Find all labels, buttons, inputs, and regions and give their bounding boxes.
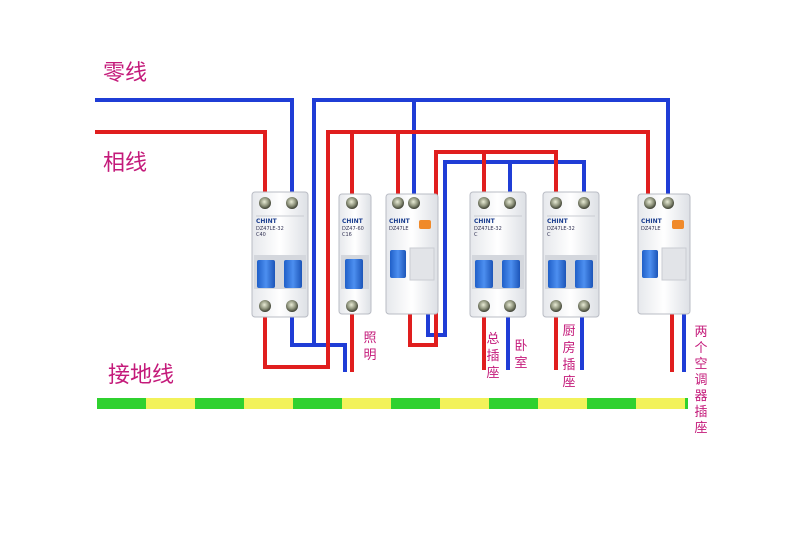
neutral-wires bbox=[95, 98, 686, 372]
live-label: 相线 bbox=[103, 151, 147, 176]
circuit-label-ac-socket: 两个空调器插座 bbox=[694, 325, 707, 436]
breaker-model: DZ47LE bbox=[389, 226, 409, 232]
live-feed-wire bbox=[95, 130, 267, 200]
toggle-switch[interactable] bbox=[548, 260, 566, 288]
live-wires bbox=[95, 130, 674, 372]
screw-icon bbox=[346, 197, 358, 209]
breaker-brand: CHINT bbox=[256, 218, 278, 225]
screw-icon bbox=[662, 197, 674, 209]
breaker-model: DZ47LE-32 bbox=[256, 226, 284, 232]
breaker-model: DZ47LE-32 bbox=[474, 226, 502, 232]
ground-bar-segment bbox=[489, 398, 538, 409]
breaker-rating: C16 bbox=[342, 232, 352, 238]
screw-icon bbox=[578, 197, 590, 209]
ground-bar-segment bbox=[146, 398, 195, 409]
circuit-labels: 照明 总插座 卧室 厨房插座 两个空调器插座 bbox=[363, 324, 707, 436]
toggle-switch[interactable] bbox=[502, 260, 520, 288]
breaker-brand: CHINT bbox=[641, 218, 663, 225]
ground-bar-segment bbox=[587, 398, 636, 409]
live-main-out-wire bbox=[263, 130, 650, 369]
test-button[interactable] bbox=[419, 220, 431, 229]
screw-icon bbox=[644, 197, 656, 209]
neutral-bus-wire bbox=[312, 98, 670, 345]
screw-icon bbox=[408, 197, 420, 209]
lighting-breaker[interactable]: CHINT DZ47-60 C16 bbox=[338, 193, 372, 315]
socket-breaker[interactable]: CHINT DZ47LE-32 C bbox=[469, 191, 527, 318]
screw-icon bbox=[550, 300, 562, 312]
ground-bar-segment bbox=[293, 398, 342, 409]
ground-bar bbox=[97, 398, 688, 409]
ground-bar-segment bbox=[440, 398, 489, 409]
ground-bar-segment bbox=[342, 398, 391, 409]
neutral-feed-wire bbox=[95, 98, 294, 200]
screw-icon bbox=[550, 197, 562, 209]
breaker-rating: C bbox=[474, 232, 478, 238]
screw-icon bbox=[392, 197, 404, 209]
breaker-model: DZ47LE bbox=[641, 226, 661, 232]
toggle-switch[interactable] bbox=[390, 250, 406, 278]
circuit-label-bedroom: 卧室 bbox=[514, 339, 527, 371]
toggle-switch[interactable] bbox=[575, 260, 593, 288]
screw-icon bbox=[259, 197, 271, 209]
screw-icon bbox=[346, 300, 358, 312]
ground-bar-segment bbox=[391, 398, 440, 409]
ground-label: 接地线 bbox=[108, 363, 174, 388]
screw-icon bbox=[286, 197, 298, 209]
breaker-brand: CHINT bbox=[547, 218, 569, 225]
test-button[interactable] bbox=[672, 220, 684, 229]
ground-bar-segment bbox=[244, 398, 293, 409]
neutral-main-out-wire bbox=[290, 305, 347, 372]
breaker-model: DZ47-60 bbox=[342, 226, 364, 232]
ground-bar-segment bbox=[195, 398, 244, 409]
toggle-switch[interactable] bbox=[475, 260, 493, 288]
toggle-switch[interactable] bbox=[257, 260, 275, 288]
breaker-brand: CHINT bbox=[342, 218, 364, 225]
circuit-label-kitchen-socket: 厨房插座 bbox=[562, 324, 575, 390]
ac-breaker[interactable]: CHINT DZ47LE bbox=[637, 193, 691, 315]
screw-icon bbox=[478, 300, 490, 312]
breaker-model: DZ47LE-32 bbox=[547, 226, 575, 232]
screw-icon bbox=[578, 300, 590, 312]
neutral-rcd-loop-wire bbox=[426, 160, 586, 337]
toggle-switch[interactable] bbox=[284, 260, 302, 288]
ground-bar-segment bbox=[97, 398, 146, 409]
breaker-rating: C40 bbox=[256, 232, 266, 238]
breaker-brand: CHINT bbox=[474, 218, 496, 225]
breaker-brand: CHINT bbox=[389, 218, 411, 225]
neutral-label: 零线 bbox=[103, 61, 147, 86]
ground-bar-segment bbox=[636, 398, 685, 409]
screw-icon bbox=[478, 197, 490, 209]
screw-icon bbox=[504, 197, 516, 209]
kitchen-breaker[interactable]: CHINT DZ47LE-32 C bbox=[542, 191, 600, 318]
toggle-switch[interactable] bbox=[345, 259, 363, 289]
screw-icon bbox=[286, 300, 298, 312]
breaker-rating: C bbox=[547, 232, 551, 238]
ground-bar-segment bbox=[685, 398, 688, 409]
screw-icon bbox=[504, 300, 516, 312]
screw-icon bbox=[259, 300, 271, 312]
rcd-breaker[interactable]: CHINT DZ47LE bbox=[385, 193, 439, 315]
ground-bar-segment bbox=[538, 398, 587, 409]
circuit-label-lighting: 照明 bbox=[363, 331, 376, 363]
circuit-label-main-socket: 总插座 bbox=[486, 332, 499, 381]
main-breaker[interactable]: CHINT DZ47LE-32 C40 bbox=[251, 191, 309, 318]
toggle-switch[interactable] bbox=[642, 250, 658, 278]
